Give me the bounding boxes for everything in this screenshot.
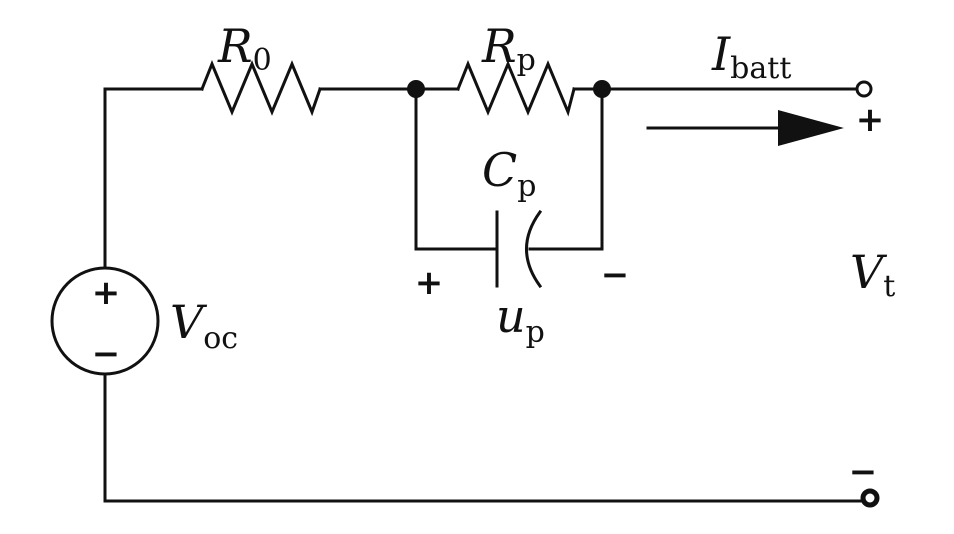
voc-minus-sign: − xyxy=(92,334,121,374)
label-voc: Voc xyxy=(170,295,238,356)
current-arrow-head xyxy=(778,110,844,146)
label-vt: Vt xyxy=(850,245,895,304)
terminal-top xyxy=(855,80,873,98)
label-r0: R0 xyxy=(217,19,272,78)
label-ibatt: Ibatt xyxy=(711,27,791,86)
cap-minus-sign: − xyxy=(601,255,630,295)
cap-branch-left xyxy=(414,87,499,251)
capacitor-plate-curved xyxy=(525,209,543,289)
label-up: up xyxy=(496,289,545,350)
left-wire-top xyxy=(103,87,204,270)
left-wire-bottom xyxy=(103,372,864,503)
voltage-source-voc xyxy=(50,266,160,376)
voc-plus-sign: + xyxy=(92,273,121,313)
cap-branch-right xyxy=(528,87,604,251)
vt-plus-sign: + xyxy=(856,100,885,140)
label-rp: Rp xyxy=(481,19,536,78)
cap-plus-sign: + xyxy=(415,263,444,303)
resistor-rp xyxy=(456,60,576,117)
terminal-bottom xyxy=(860,488,880,508)
resistor-r0 xyxy=(200,60,322,117)
junction-node-left xyxy=(407,80,425,98)
label-cp: Cp xyxy=(482,143,536,204)
junction-node-right xyxy=(593,80,611,98)
vt-minus-sign: − xyxy=(849,452,878,492)
